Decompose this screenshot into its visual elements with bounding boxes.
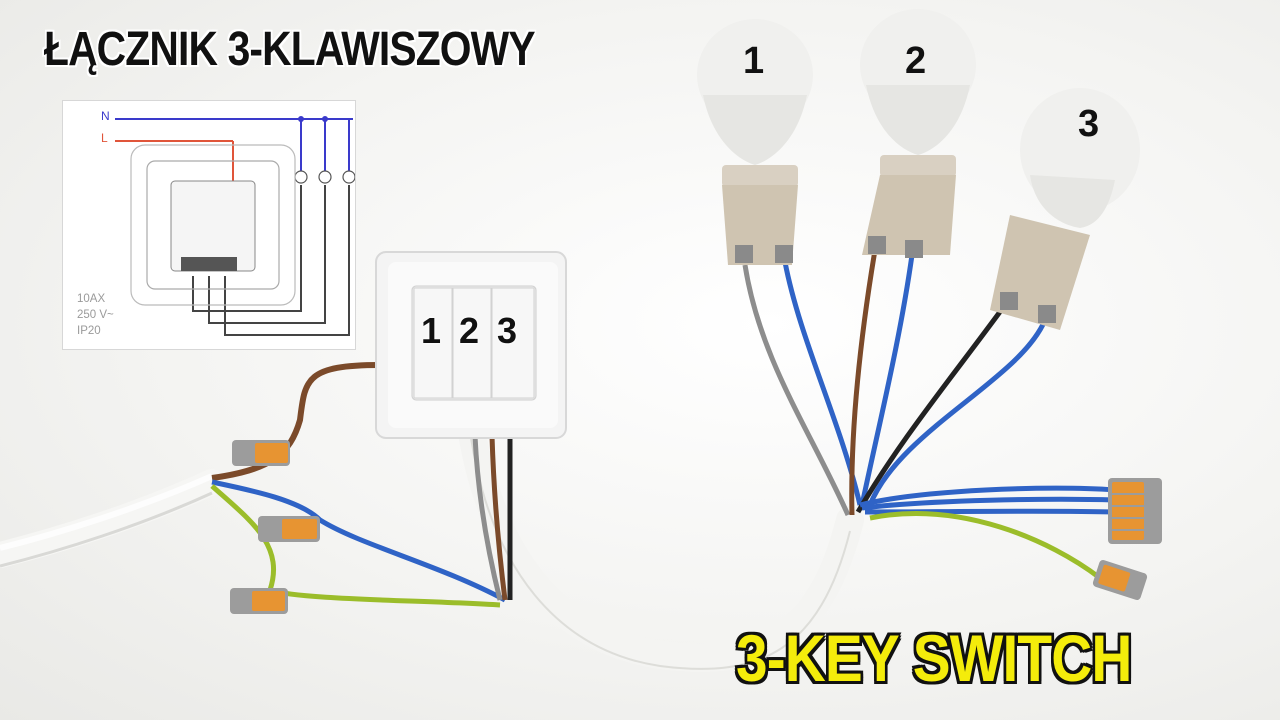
switch-key-1-label: 1 bbox=[421, 310, 442, 351]
bulb-3-label: 3 bbox=[1078, 103, 1100, 145]
ground-wire-right bbox=[869, 511, 1102, 580]
bulb-2-label: 2 bbox=[905, 40, 927, 82]
grey-wire-bulb1 bbox=[742, 264, 851, 517]
switch-key-3-label: 3 bbox=[497, 310, 518, 351]
wago-connector-4 bbox=[1108, 478, 1162, 544]
page-subtitle: 3-KEY SWITCH bbox=[736, 621, 1132, 695]
wago-connector-3 bbox=[230, 588, 288, 614]
brown-wire-bulb2 bbox=[849, 249, 878, 516]
brown-wire bbox=[211, 362, 381, 481]
blue-wire-bulb2 bbox=[859, 254, 915, 506]
blue-wire-main bbox=[211, 479, 507, 603]
blue-wire-bulb3 bbox=[867, 319, 1048, 506]
bulb-1 bbox=[697, 19, 813, 265]
wago-connector-1 bbox=[232, 440, 290, 466]
live-label: L bbox=[101, 131, 108, 145]
rating-voltage: 250 V~ bbox=[77, 309, 114, 321]
ratings-text: 10AX 250 V~ IP20 bbox=[77, 291, 114, 339]
three-key-switch bbox=[375, 251, 567, 439]
bulb-3 bbox=[990, 88, 1140, 330]
black-wire-bulb3 bbox=[855, 303, 1008, 514]
grey-wire-switch bbox=[472, 435, 503, 601]
wiring-diagram: N L 10AX 250 V~ IP20 bbox=[62, 100, 356, 350]
neutral-label: N bbox=[101, 109, 110, 123]
switch-cable bbox=[456, 406, 864, 672]
ground-wire-left bbox=[210, 484, 501, 608]
rating-current: 10AX bbox=[77, 293, 106, 305]
bulb-2 bbox=[860, 9, 976, 258]
page-title: ŁĄCZNIK 3-KLAWISZOWY bbox=[44, 23, 536, 76]
brown-wire-switch bbox=[489, 435, 508, 601]
switch-key-2-label: 2 bbox=[459, 310, 480, 351]
blue-wire-bulb1 bbox=[782, 261, 863, 506]
bulb-1-label: 1 bbox=[743, 40, 765, 82]
wiring-diagram-drawing bbox=[115, 116, 355, 336]
rating-ip: IP20 bbox=[77, 325, 101, 337]
wago-connector-5 bbox=[1092, 560, 1148, 600]
main-cable bbox=[0, 469, 225, 568]
wago-connector-2 bbox=[258, 516, 320, 542]
